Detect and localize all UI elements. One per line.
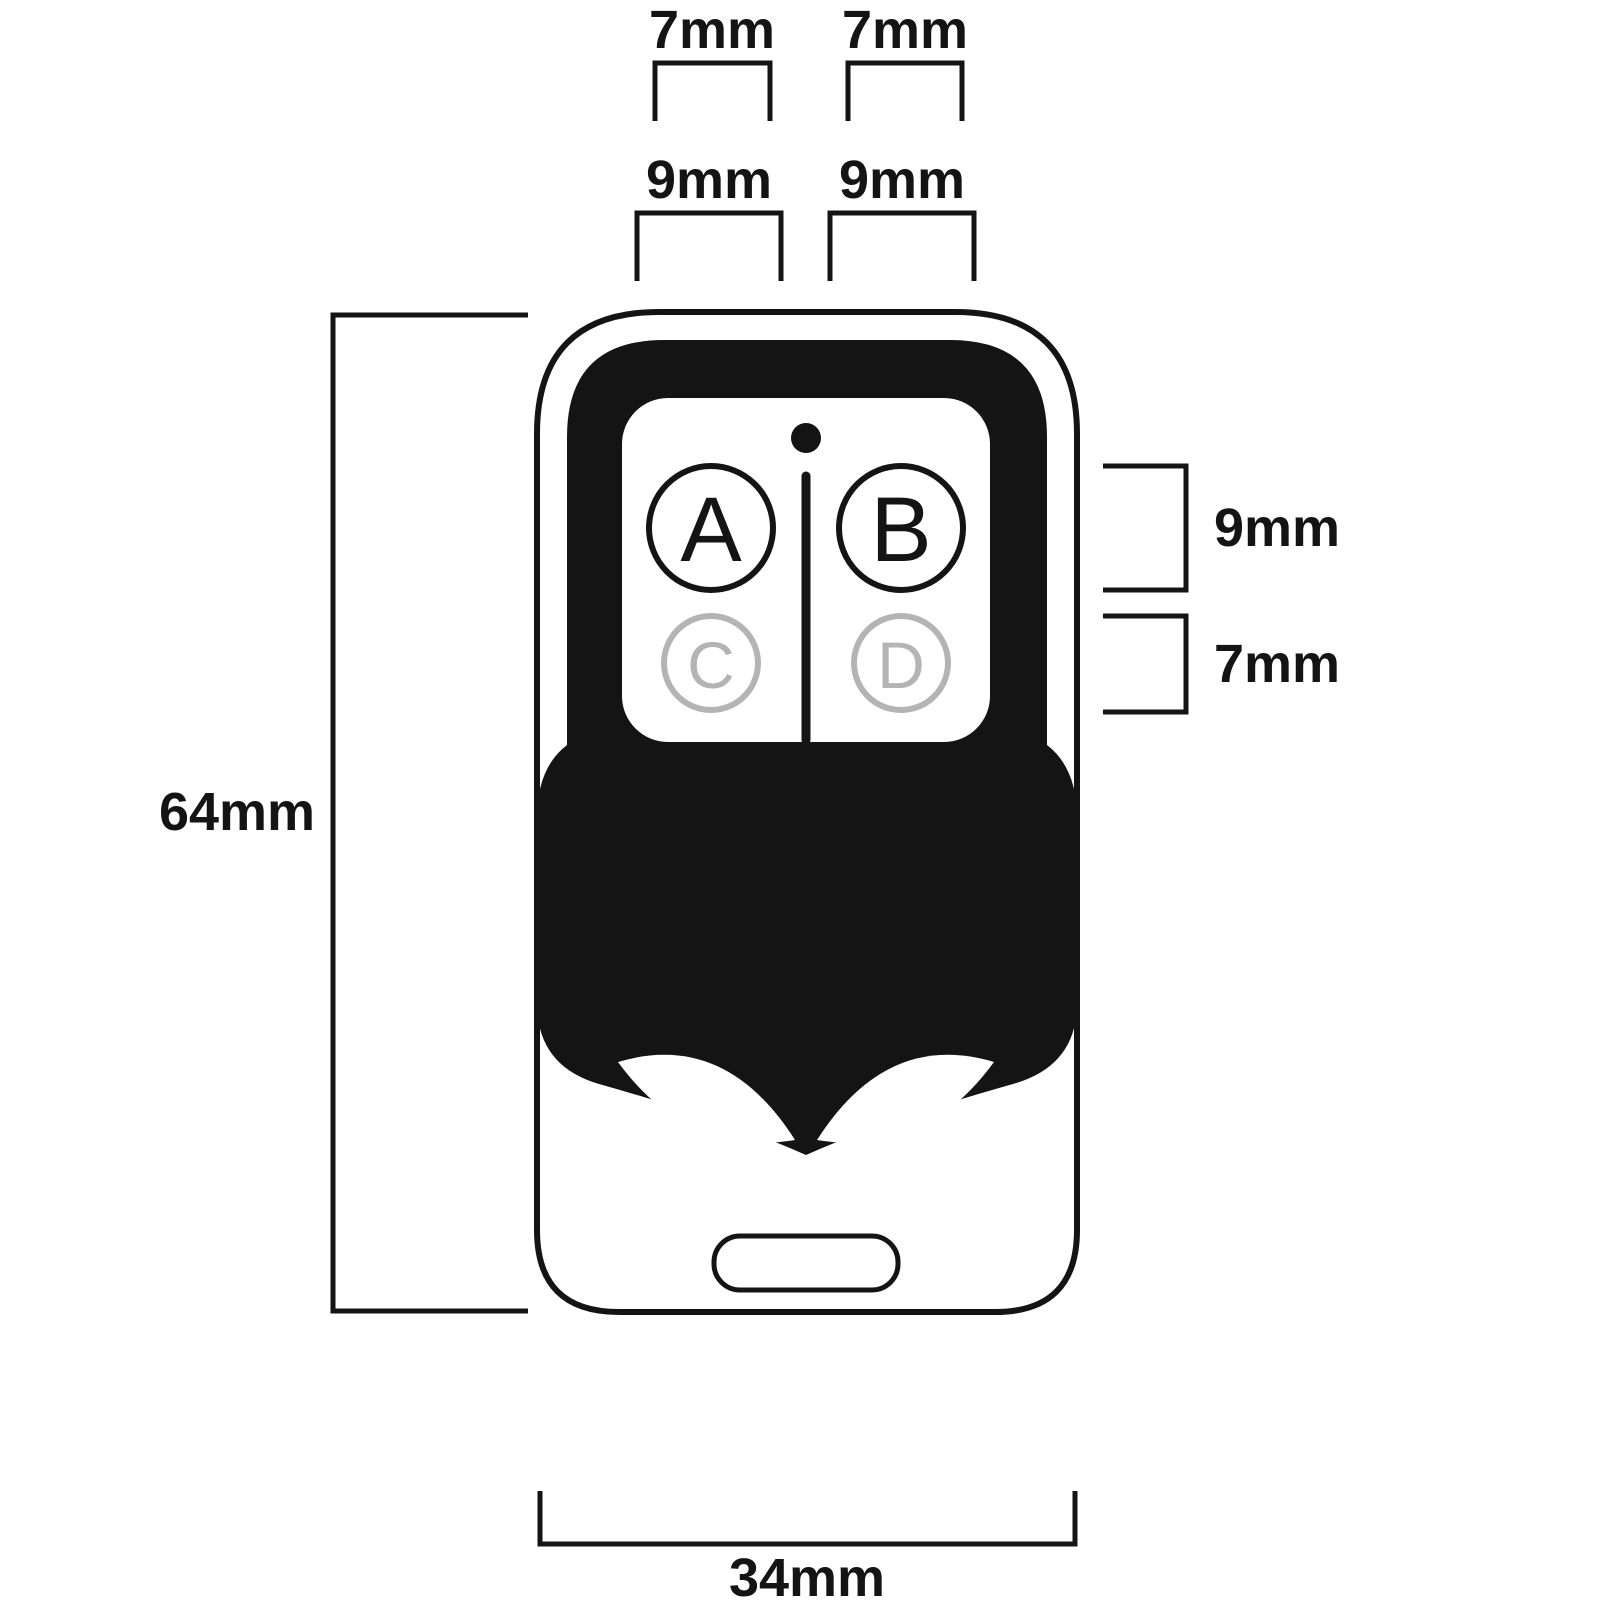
dimension-bracket (845, 60, 965, 121)
dimension-bracket (330, 312, 528, 1314)
dimension-top-left-7mm: 7mm (649, 0, 775, 121)
dimension-label: 34mm (729, 1548, 885, 1600)
dimension-bracket (1103, 463, 1189, 593)
button-a-label: A (680, 479, 742, 581)
right-eye-shape (817, 1054, 994, 1143)
led-indicator (791, 423, 821, 453)
dimension-bracket (634, 210, 784, 281)
dimension-label: 7mm (1214, 634, 1340, 694)
dimension-top-right-9mm: 9mm (827, 150, 977, 281)
dimension-bracket (827, 210, 977, 281)
remote-control-drawing: A B C D (534, 309, 1080, 1315)
bottom-slider-button (711, 1233, 901, 1293)
left-eye-shape (618, 1054, 795, 1143)
dimension-bracket (537, 1491, 1078, 1547)
dimension-label: 64mm (159, 782, 315, 842)
dimension-bracket (1103, 613, 1189, 715)
dimension-right-9mm: 9mm (1103, 463, 1340, 593)
button-d-label: D (877, 628, 925, 702)
dimension-label: 7mm (649, 0, 775, 60)
button-c-circle (661, 613, 761, 713)
button-b-label: B (870, 479, 931, 581)
button-c: C (661, 613, 761, 713)
button-a: A (646, 463, 776, 593)
button-d-circle (851, 613, 951, 713)
dimension-label: 9mm (1214, 498, 1340, 558)
dimension-right-7mm: 7mm (1103, 613, 1340, 715)
dimension-bottom-34mm: 34mm (537, 1491, 1078, 1600)
dimension-label: 9mm (646, 150, 772, 210)
button-d: D (851, 613, 951, 713)
button-b-circle (836, 463, 966, 593)
dimension-bracket (652, 60, 773, 121)
dimension-top-left-9mm: 9mm (634, 150, 784, 281)
dimension-left-64mm: 64mm (159, 312, 528, 1314)
button-a-circle (646, 463, 776, 593)
dimension-top-right-7mm: 7mm (842, 0, 968, 121)
dimension-label: 7mm (842, 0, 968, 60)
dimension-label: 9mm (839, 150, 965, 210)
button-c-label: C (687, 628, 735, 702)
button-b: B (836, 463, 966, 593)
